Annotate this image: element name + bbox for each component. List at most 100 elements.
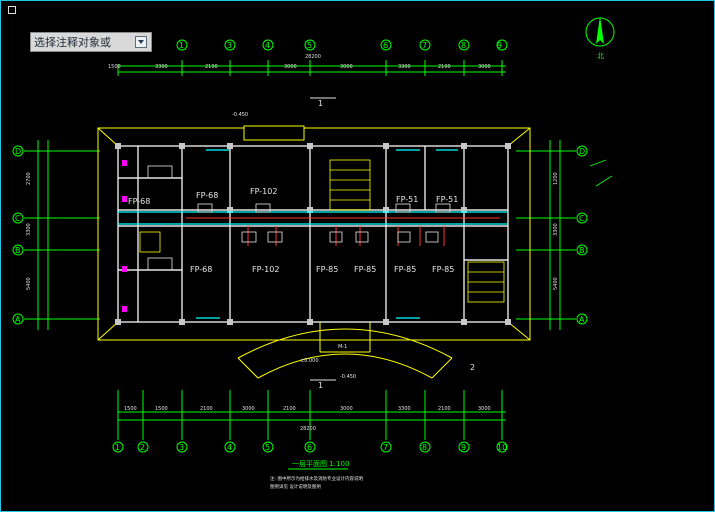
right-axis-bubbles: D C B A bbox=[576, 145, 588, 325]
dim-label: 2100 bbox=[200, 406, 213, 412]
total-dimension: 28200 bbox=[300, 426, 316, 432]
axis-label: B bbox=[579, 246, 585, 255]
dim-label: 2700 bbox=[26, 172, 32, 185]
side-dimension-labels: 2700 3300 5400 1200 3300 5400 bbox=[26, 172, 559, 290]
pipe-runs bbox=[118, 149, 508, 319]
fan-unit-label: FP-68 bbox=[190, 265, 212, 274]
fan-unit-label: FP-102 bbox=[250, 187, 277, 196]
dim-label: 2100 bbox=[438, 64, 451, 70]
fan-unit-label: FP-85 bbox=[432, 265, 454, 274]
dim-label: 2100 bbox=[283, 406, 296, 412]
structural-columns bbox=[115, 143, 511, 325]
duct-runs bbox=[186, 217, 500, 246]
entrance-canopy bbox=[237, 322, 453, 379]
axis-label: A bbox=[15, 315, 21, 324]
viewport-menu-icon[interactable] bbox=[8, 6, 16, 14]
axis-label: D bbox=[579, 147, 585, 156]
dim-label: 1500 bbox=[124, 406, 137, 412]
axis-label: C bbox=[579, 214, 585, 223]
north-compass-icon: 北 bbox=[585, 16, 615, 60]
dim-label: 3000 bbox=[478, 406, 491, 412]
axis-label: A bbox=[579, 315, 585, 324]
total-dimension: 28200 bbox=[305, 54, 321, 60]
drawing-note: 图例详见 设计说明及图例 bbox=[270, 483, 321, 490]
dim-label: 3000 bbox=[242, 406, 255, 412]
section-mark: 1 bbox=[318, 381, 323, 390]
compass-label: 北 bbox=[597, 52, 604, 60]
axis-label: 6 bbox=[307, 443, 312, 452]
axis-label: 5 bbox=[307, 41, 312, 50]
building-walls bbox=[117, 145, 509, 323]
axis-label: 1 bbox=[179, 41, 184, 50]
axis-label: 3 bbox=[227, 41, 232, 50]
top-dimension-labels: 1500 3300 2100 3000 3000 3300 2100 3000 … bbox=[108, 54, 491, 70]
axis-label: 9 bbox=[497, 41, 502, 50]
dim-label: 3000 bbox=[340, 406, 353, 412]
fan-unit-label: FP-51 bbox=[396, 195, 418, 204]
dim-label: 2100 bbox=[205, 64, 218, 70]
roof-outline bbox=[97, 125, 531, 341]
dim-label: 1200 bbox=[553, 172, 559, 185]
dim-label: 3000 bbox=[340, 64, 353, 70]
bottom-dimension-labels: 1500 1500 2100 3000 2100 3000 3300 2100 … bbox=[124, 406, 491, 432]
axis-label: 6 bbox=[383, 41, 388, 50]
right-annotation-leaders bbox=[589, 159, 613, 187]
fan-unit-label: FP-85 bbox=[354, 265, 376, 274]
fan-unit-label: FP-68 bbox=[128, 197, 150, 206]
top-dimension-lines bbox=[117, 60, 506, 76]
side-dimension-lines bbox=[24, 140, 576, 330]
dim-label: 5400 bbox=[26, 277, 32, 290]
axis-label: 7 bbox=[383, 443, 388, 452]
axis-label: 7 bbox=[422, 41, 427, 50]
axis-label: 3 bbox=[179, 443, 184, 452]
dim-label: 3300 bbox=[26, 223, 32, 236]
fan-unit-label: FP-68 bbox=[196, 191, 218, 200]
fan-unit-labels: FP-68 FP-68 FP-102 FP-51 FP-51 FP-68 FP-… bbox=[128, 187, 458, 274]
sanitary-fixtures bbox=[122, 160, 127, 312]
drawing-note: 注: 图中所示为给排水及消防专业设计内容说明 bbox=[270, 475, 363, 482]
axis-label: 8 bbox=[422, 443, 427, 452]
fan-coil-units bbox=[147, 165, 451, 271]
command-prompt-tooltip: 选择注释对象或 bbox=[30, 32, 152, 52]
dim-label: 3300 bbox=[398, 406, 411, 412]
dropdown-arrow-icon[interactable] bbox=[135, 36, 147, 48]
dim-label: 3300 bbox=[398, 64, 411, 70]
level-mark: -0.450 bbox=[340, 374, 356, 380]
section-mark: 2 bbox=[470, 363, 475, 372]
dim-label: 5400 bbox=[553, 277, 559, 290]
axis-label: 5 bbox=[265, 443, 270, 452]
axis-label: 4 bbox=[265, 41, 270, 50]
dim-label: 3000 bbox=[478, 64, 491, 70]
level-mark: -0.450 bbox=[232, 112, 248, 118]
axis-label: 4 bbox=[227, 443, 232, 452]
axis-label: 2 bbox=[140, 443, 145, 452]
axis-label: 8 bbox=[461, 41, 466, 50]
level-mark: ±0.000 bbox=[300, 358, 319, 364]
bottom-axis-bubbles: 1 2 3 4 5 6 7 8 9 10 bbox=[112, 441, 508, 453]
dim-label: 3300 bbox=[553, 223, 559, 236]
staircases bbox=[139, 159, 505, 303]
fan-unit-label: FP-85 bbox=[394, 265, 416, 274]
drawing-title-block: 一层平面图 1:100 注: 图中所示为给排水及消防专业设计内容说明 图例详见 … bbox=[270, 460, 363, 490]
axis-label: B bbox=[15, 246, 21, 255]
section-mark: 1 bbox=[318, 99, 323, 108]
door-label: M-1 bbox=[338, 344, 347, 350]
fan-unit-label: FP-51 bbox=[436, 195, 458, 204]
fan-unit-label: FP-85 bbox=[316, 265, 338, 274]
drawing-title: 一层平面图 1:100 bbox=[292, 460, 349, 468]
command-prompt-text: 选择注释对象或 bbox=[34, 36, 111, 49]
dim-label: 2100 bbox=[438, 406, 451, 412]
axis-label: D bbox=[15, 147, 21, 156]
axis-label: 10 bbox=[497, 443, 507, 452]
axis-label: C bbox=[15, 214, 21, 223]
dim-label: 3300 bbox=[155, 64, 168, 70]
axis-label: 1 bbox=[115, 443, 120, 452]
fan-unit-label: FP-102 bbox=[252, 265, 279, 274]
dim-label: 1500 bbox=[155, 406, 168, 412]
top-axis-bubbles: 1 3 4 5 6 7 8 9 bbox=[176, 39, 508, 51]
bottom-dimension-lines bbox=[117, 390, 506, 440]
axis-label: 9 bbox=[461, 443, 466, 452]
section-marks: 1 1 2 bbox=[310, 97, 475, 390]
dim-label: 1500 bbox=[108, 64, 121, 70]
